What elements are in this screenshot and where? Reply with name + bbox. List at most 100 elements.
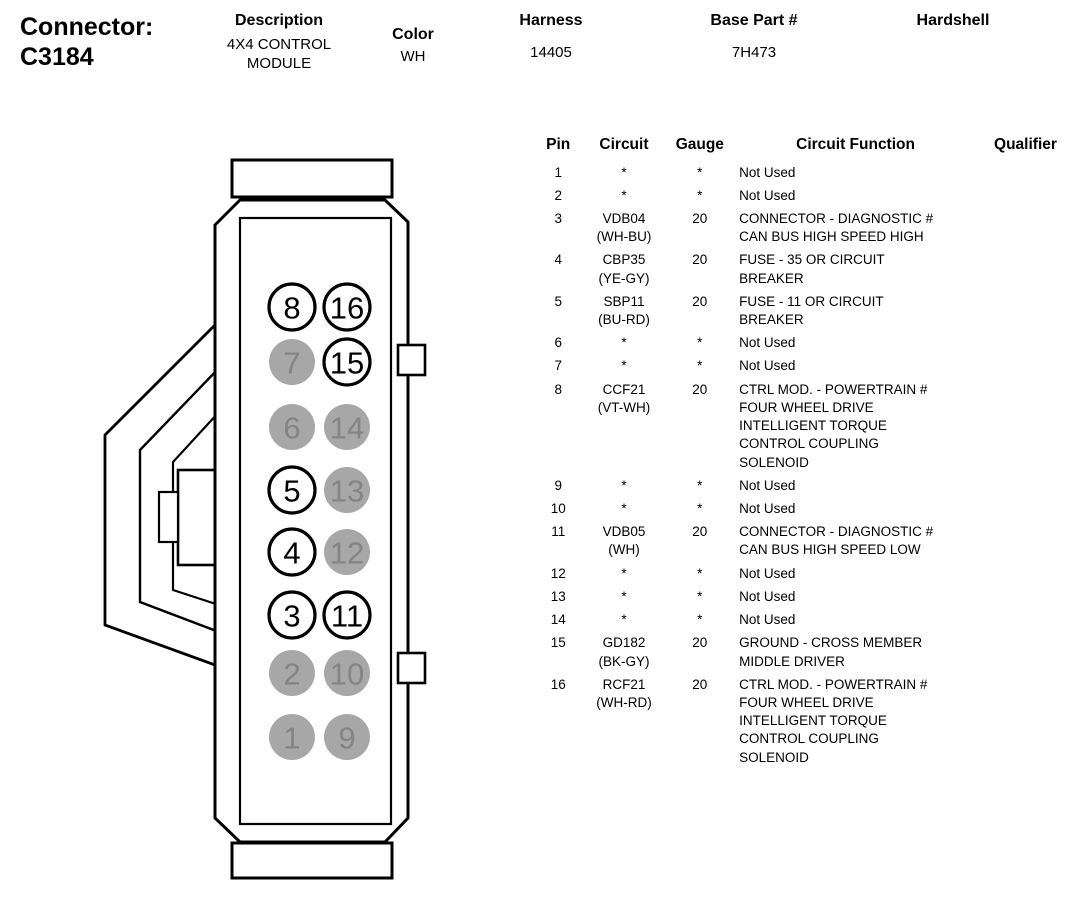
connector-top-tab (230, 158, 394, 199)
gauge-cell: * (697, 477, 703, 493)
pin-table: Pin Circuit Gauge Circuit Function Quali… (538, 136, 1070, 769)
function-cell: Not Used (739, 501, 796, 516)
pin-11-used: 11 (322, 590, 372, 640)
circuit-cell: * (621, 612, 627, 628)
function-cell: Not Used (739, 588, 796, 604)
pin-cell: 8 (554, 381, 562, 397)
pin-cell: 15 (550, 635, 566, 651)
function-cell: Not Used (739, 335, 796, 351)
circuit-cell: VDB05 (WH) (602, 524, 646, 558)
pin-number-label: 14 (330, 411, 364, 446)
field-base-part-label: Base Part # (710, 12, 798, 29)
field-harness-value: 14405 (530, 44, 572, 61)
function-cell: Not Used (739, 612, 796, 628)
function-cell: Not Used (739, 565, 796, 581)
field-color: Color WH (381, 26, 445, 66)
pin-14-unused: 14 (324, 404, 370, 450)
lock-tab-bottom (396, 651, 427, 685)
col-header-circuit-function: Circuit Function (796, 136, 915, 153)
circuit-cell: * (621, 358, 627, 374)
qualifier-cell (981, 632, 1070, 673)
circuit-cell: * (621, 501, 627, 516)
function-cell: Not Used (739, 164, 796, 180)
qualifier-cell (981, 474, 1070, 497)
pin-number-label: 4 (283, 536, 300, 571)
field-base-part: Base Part # 7H473 (690, 12, 818, 62)
circuit-cell: * (621, 335, 627, 351)
circuit-cell: VDB04 (WH-BU) (596, 210, 652, 245)
pin-8-used: 8 (267, 282, 317, 332)
field-hardshell-label: Hardshell (916, 12, 990, 29)
pin-16-used: 16 (322, 282, 372, 332)
pin-table-header: Pin Circuit Gauge Circuit Function Quali… (538, 136, 1070, 161)
pin-13-unused: 13 (324, 467, 370, 513)
qualifier-cell (981, 184, 1070, 207)
pin-cell: 3 (554, 210, 562, 226)
pin-number-label: 7 (283, 346, 300, 381)
pin-9-unused: 9 (324, 714, 370, 760)
pin-15-used: 15 (322, 337, 372, 387)
pin-cell: 1 (554, 164, 562, 180)
circuit-cell: CBP35 (YE-GY) (598, 252, 650, 286)
gauge-cell: 20 (692, 293, 708, 309)
field-color-label: Color (392, 26, 434, 43)
table-row: 2**Not Used (538, 184, 1070, 207)
gauge-cell: 20 (692, 210, 708, 226)
lock-tab-top (396, 343, 427, 377)
pin-number-label: 3 (283, 599, 300, 634)
pin-cell: 9 (554, 477, 562, 493)
pin-2-unused: 2 (269, 650, 315, 696)
circuit-cell: * (621, 565, 627, 581)
qualifier-cell (981, 609, 1070, 632)
qualifier-cell (981, 355, 1070, 378)
field-description: Description 4X4 CONTROL MODULE (205, 12, 353, 73)
pin-number-label: 15 (330, 346, 364, 381)
qualifier-cell (981, 378, 1070, 474)
connector-title: Connector: C3184 (20, 12, 153, 72)
field-base-part-value: 7H473 (731, 44, 777, 61)
pin-4-used: 4 (267, 527, 317, 577)
pin-cell: 14 (550, 612, 566, 628)
qualifier-cell (981, 521, 1070, 562)
col-header-pin: Pin (546, 136, 571, 153)
function-cell: Not Used (739, 187, 796, 203)
circuit-cell: RCF21 (WH-RD) (596, 676, 652, 710)
field-hardshell: Hardshell (896, 12, 1010, 30)
qualifier-cell (981, 673, 1070, 769)
function-cell: GROUND - CROSS MEMBER MIDDLE DRIVER (739, 635, 923, 669)
gauge-cell: * (697, 612, 703, 628)
pin-cell: 16 (550, 676, 566, 692)
pin-number-label: 8 (283, 291, 300, 326)
pin-cell: 2 (554, 187, 562, 203)
gauge-cell: * (697, 358, 703, 374)
pin-number-label: 6 (283, 411, 300, 446)
qualifier-cell (981, 332, 1070, 355)
pin-number-label: 9 (338, 721, 355, 756)
pin-cell: 5 (554, 293, 562, 309)
pin-number-label: 1 (283, 721, 300, 756)
connector-bottom-tab (230, 841, 394, 880)
pin-7-unused: 7 (269, 339, 315, 385)
pin-number-label: 5 (283, 474, 300, 509)
gauge-cell: * (697, 588, 703, 604)
circuit-cell: SBP11 (BU-RD) (598, 293, 650, 328)
pin-cell: 10 (550, 501, 566, 516)
function-cell: Not Used (739, 477, 796, 493)
table-row: 1**Not Used (538, 161, 1070, 184)
table-row: 13**Not Used (538, 585, 1070, 608)
circuit-cell: GD182 (BK-GY) (598, 635, 650, 669)
function-cell: CTRL MOD. - POWERTRAIN # FOUR WHEEL DRIV… (739, 381, 928, 470)
gauge-cell: * (697, 164, 703, 180)
pin-12-unused: 12 (324, 529, 370, 575)
qualifier-cell (981, 562, 1070, 585)
gauge-cell: * (697, 501, 703, 516)
pin-number-label: 16 (330, 291, 364, 326)
function-cell: CONNECTOR - DIAGNOSTIC # CAN BUS HIGH SP… (739, 524, 934, 558)
